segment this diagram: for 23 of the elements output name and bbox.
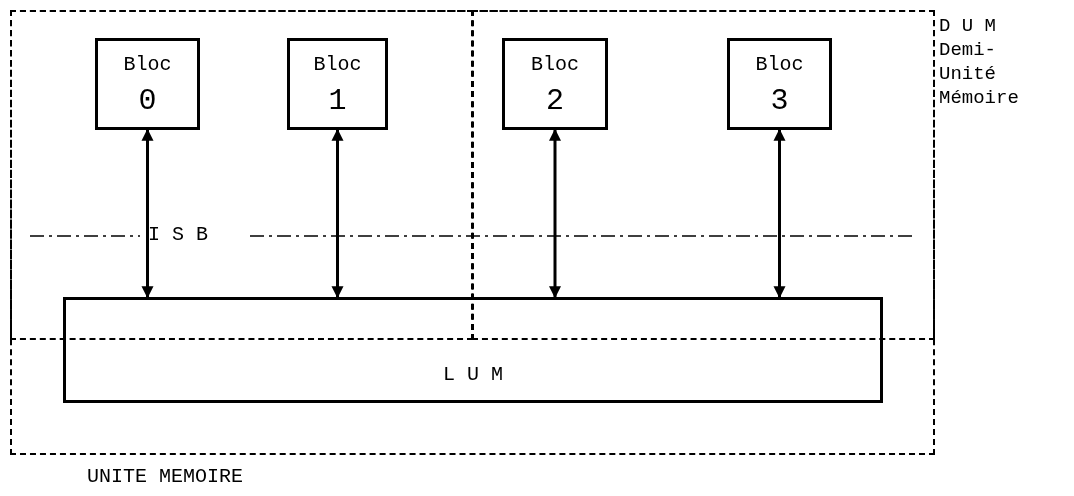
double-arrow: [773, 128, 786, 299]
block-label: Bloc: [123, 52, 172, 76]
block-number: 0: [138, 85, 157, 116]
double-arrow: [549, 128, 561, 299]
double-arrow: [331, 128, 344, 299]
region-label: UNITE MEMOIRE: [87, 465, 244, 488]
region-label: Demi-Unité Mémoire: [939, 38, 1020, 110]
block-label: Bloc: [313, 52, 362, 76]
block-number: 1: [328, 85, 347, 116]
double-arrow: [141, 128, 154, 299]
region-label: D U M: [939, 14, 996, 38]
memory-block-box: [287, 38, 388, 130]
block-label: Bloc: [531, 52, 579, 76]
dashed-region: [10, 10, 473, 340]
memory-block-box: [727, 38, 832, 130]
bus-interface-box: [63, 297, 883, 403]
block-label: L U M: [443, 363, 503, 386]
block-label: Bloc: [755, 52, 804, 76]
bus-label: I S B: [148, 223, 208, 246]
memory-block-box: [502, 38, 608, 130]
block-number: 2: [546, 85, 564, 116]
memory-block-box: [95, 38, 200, 130]
block-number: 3: [770, 85, 789, 116]
